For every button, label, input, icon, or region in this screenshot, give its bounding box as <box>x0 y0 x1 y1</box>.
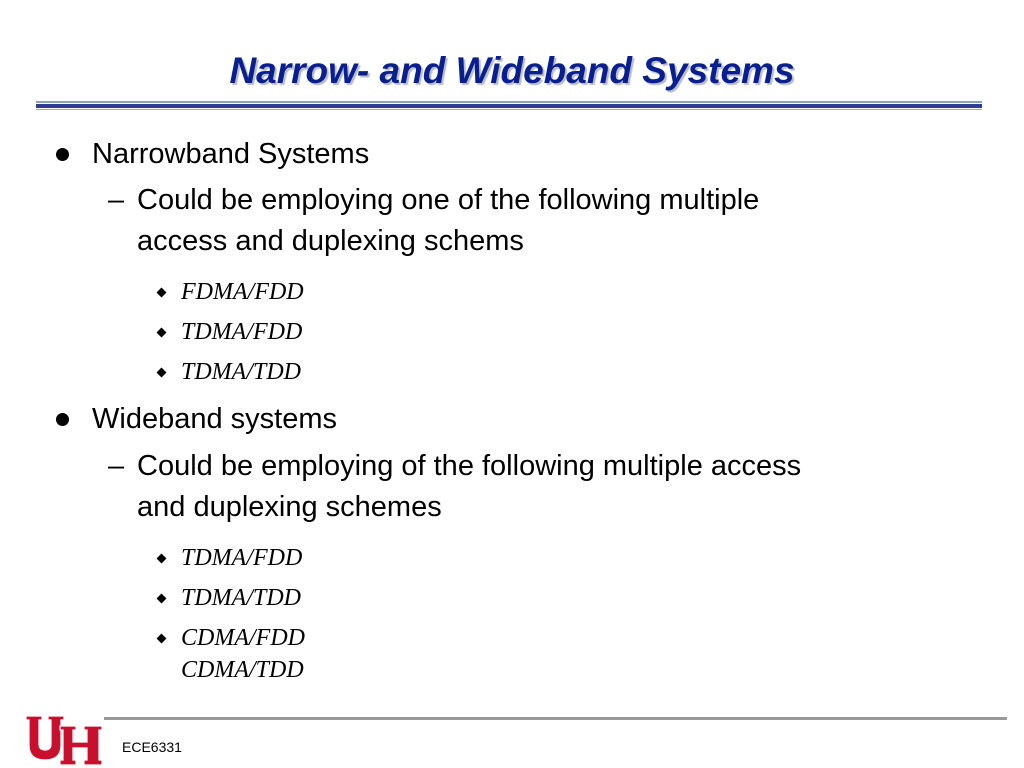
diamond-bullet-icon <box>156 593 167 604</box>
scheme-item: CDMA/FDD <box>181 625 305 651</box>
subpoint-line: Could be employing of the following mult… <box>137 450 802 482</box>
diamond-bullet-icon <box>156 287 167 298</box>
slide-title: Narrow- and Wideband Systems <box>229 50 795 91</box>
slide-body: Narrowband Systems – Could be employing … <box>56 138 802 683</box>
subpoint-line: access and duplexing schems <box>137 225 524 257</box>
section-heading-narrowband: Narrowband Systems <box>92 138 370 170</box>
scheme-item: CDMA/TDD <box>181 657 304 683</box>
scheme-item: TDMA/FDD <box>181 319 303 345</box>
scheme-item: TDMA/TDD <box>181 585 302 611</box>
footer-divider <box>104 717 1007 720</box>
subpoint-line: Could be employing one of the following … <box>137 184 760 216</box>
diamond-bullet-icon <box>156 367 167 378</box>
section-heading-wideband: Wideband systems <box>92 403 337 435</box>
diamond-bullet-icon <box>156 633 167 644</box>
title-divider-bottom <box>36 109 982 110</box>
dash-icon: – <box>108 184 125 216</box>
diamond-bullet-icon <box>156 327 167 338</box>
subpoint-line: and duplexing schemes <box>137 491 442 523</box>
footer-course-code: ECE6331 <box>122 739 182 755</box>
title-divider-top <box>36 101 982 103</box>
scheme-item: TDMA/FDD <box>181 545 303 571</box>
scheme-item: TDMA/TDD <box>181 359 302 385</box>
dash-icon: – <box>108 450 125 482</box>
bullet-dot-icon <box>56 148 69 161</box>
diamond-bullet-icon <box>156 553 167 564</box>
bullet-dot-icon <box>56 413 69 426</box>
uh-logo-icon <box>25 715 103 766</box>
scheme-item: FDMA/FDD <box>181 279 304 305</box>
title-divider <box>36 104 982 108</box>
